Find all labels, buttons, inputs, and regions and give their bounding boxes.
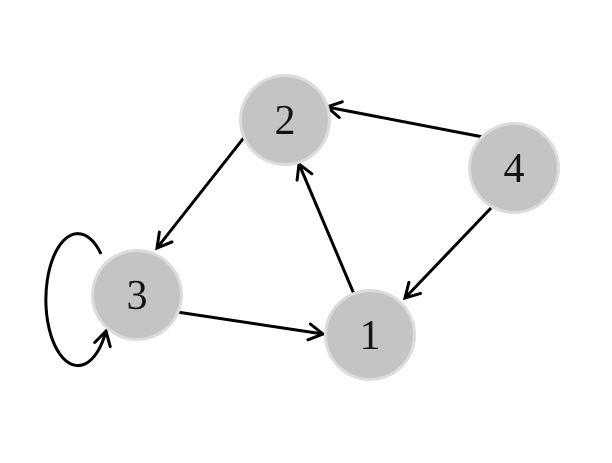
edge-2-3 xyxy=(155,134,248,251)
graph-node-2: 2 xyxy=(239,74,331,166)
edge-3-1 xyxy=(176,310,326,342)
graph-node-4: 4 xyxy=(468,122,560,214)
edge-3-3-self-loop xyxy=(44,232,112,368)
graph-node-1: 1 xyxy=(324,289,416,381)
edge-4-1 xyxy=(402,206,493,301)
node-3-label: 3 xyxy=(126,273,148,319)
edge-4-2 xyxy=(324,100,484,139)
node-2-label: 2 xyxy=(274,98,296,144)
graph-node-3: 3 xyxy=(91,249,183,341)
node-4-label: 4 xyxy=(503,146,525,192)
node-1-label: 1 xyxy=(359,313,381,359)
edge-1-2 xyxy=(295,161,356,295)
